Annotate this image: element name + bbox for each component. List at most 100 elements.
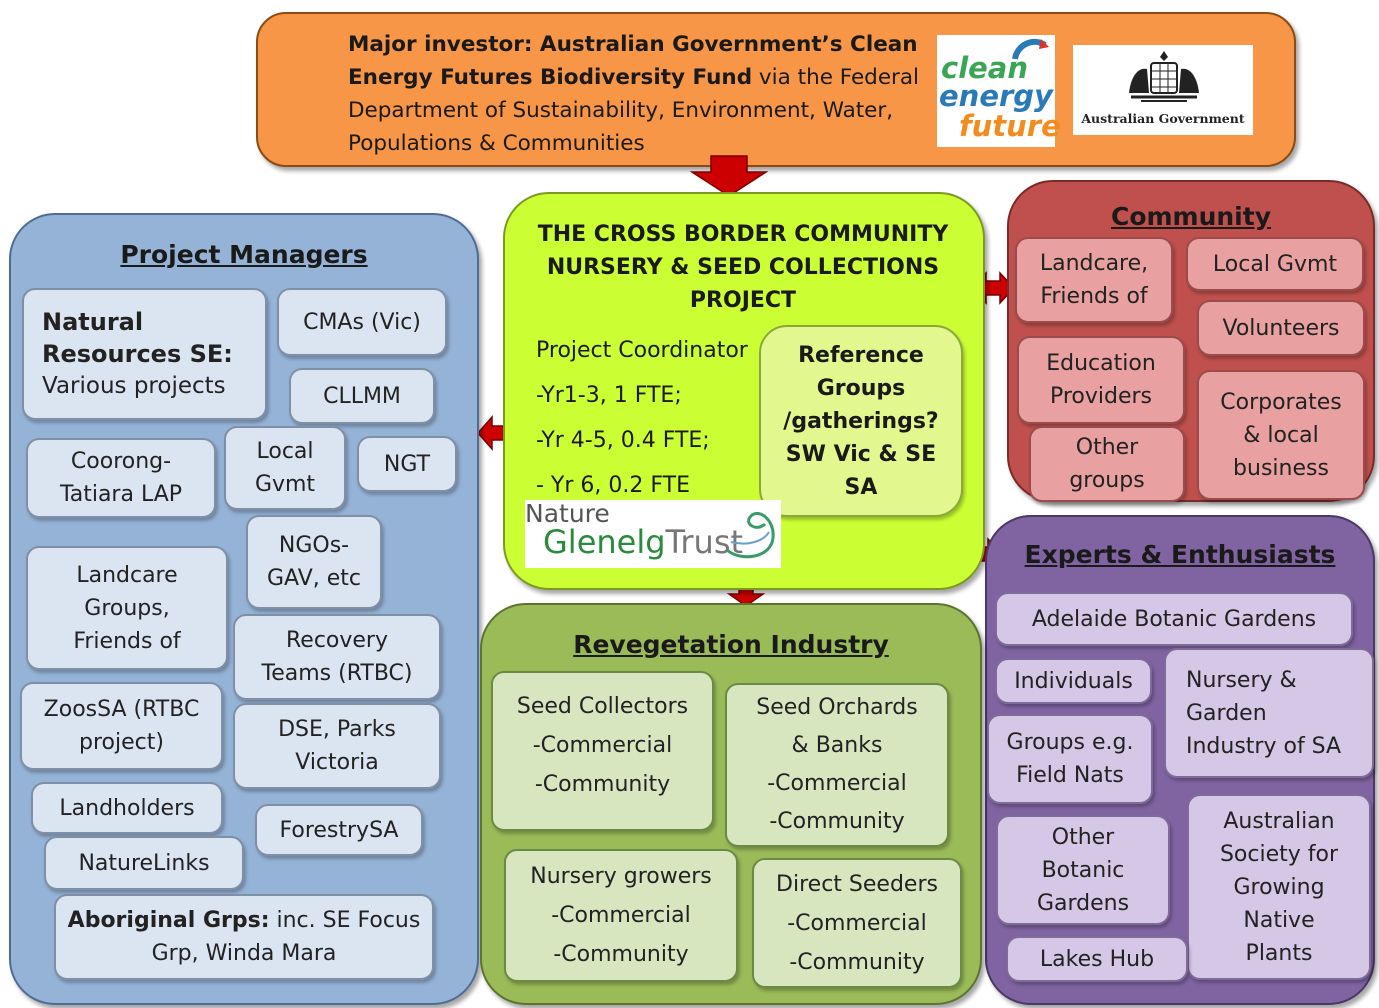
project-title: THE CROSS BORDER COMMUNITY NURSERY & SEE… — [503, 218, 983, 317]
forestrysa-box: ForestrySA — [255, 804, 423, 856]
seed-orchards-box: Seed Orchards& Banks-Commercial-Communit… — [725, 683, 949, 847]
seedc-title: Seed Collectors — [516, 694, 689, 719]
seedc-community: -Community — [534, 772, 671, 797]
direct-commercial: -Commercial — [787, 910, 927, 936]
dse-line2: Victoria — [295, 750, 379, 775]
zoos-line2: project) — [79, 730, 164, 755]
corp-line1: Corporates — [1220, 389, 1342, 415]
localgvmt-line2: Gvmt — [254, 472, 316, 497]
coordinator-yr2: -Yr 4-5, 0.4 FTE; — [536, 428, 710, 453]
landholders-label: Landholders — [59, 795, 195, 821]
mgr-landcare-line3: Friends of — [73, 628, 181, 654]
nrse-line1: Natural — [42, 308, 144, 336]
project-title-line3: PROJECT — [689, 288, 797, 313]
logo-nature: Nature — [525, 499, 610, 528]
recovery-line2: Teams (RTBC) — [261, 661, 413, 686]
mgr-landcare-line2: Groups, — [84, 595, 170, 621]
comm-localgvmt-label: Local Gvmt — [1212, 251, 1338, 277]
ngi-line2: Garden — [1186, 700, 1267, 726]
edu-line2: Providers — [1049, 384, 1153, 409]
logo-swoosh-icon — [1012, 38, 1049, 60]
project-coordinator: Project Coordinator -Yr1-3, 1 FTE; -Yr 4… — [536, 328, 776, 508]
comm-landcare-line1: Landcare, — [1039, 251, 1149, 276]
groups-line2: Field Nats — [1016, 763, 1124, 788]
mgr-landcare-line1: Landcare — [76, 562, 178, 588]
other-groups-line1: Other — [1075, 435, 1139, 460]
orch-line1: Seed Orchards — [756, 695, 918, 720]
naturelinks-box: NatureLinks — [44, 836, 244, 890]
cmas-vic-box: CMAs (Vic) — [277, 288, 447, 356]
obg-line3: Gardens — [1036, 890, 1130, 916]
groups-field-nats-box: Groups e.g.Field Nats — [987, 714, 1153, 804]
investor-line3: Department of Sustainability, Environmen… — [348, 98, 894, 123]
other-groups-line2: groups — [1069, 468, 1145, 493]
investor-line4: Populations & Communities — [348, 131, 645, 156]
community-landcare-box: Landcare, Friends of — [1015, 237, 1173, 323]
arrow-investor-to-project — [690, 155, 768, 197]
logo-glenelg: Glenelg — [543, 523, 666, 561]
coordinator-label: Project Coordinator — [536, 338, 748, 363]
logo-energy: energy — [939, 79, 1053, 113]
cllmm-box: CLLMM — [289, 368, 435, 424]
ngos-line1: NGOs- — [278, 533, 350, 558]
coorong-line1: Coorong- — [70, 449, 172, 474]
investor-line2-rest: via the Federal — [752, 65, 920, 90]
cmas-label: CMAs (Vic) — [303, 309, 421, 335]
orch-commercial: -Commercial — [767, 771, 907, 796]
edu-line1: Education — [1046, 351, 1156, 376]
aboriginal-groups-box: Aboriginal Grps: inc. SE Focus Grp, Wind… — [54, 894, 434, 980]
logo-glenelg-trust: GlenelgTrust — [543, 524, 743, 560]
community-title: Community — [1110, 202, 1272, 231]
zoos-line1: ZoosSA (RTBC — [43, 697, 200, 722]
coat-of-arms-icon — [1129, 51, 1199, 102]
naturelinks-label: NatureLinks — [78, 850, 210, 876]
investor-text: Major investor: Australian Government’s … — [348, 28, 928, 160]
logo-gov-text: Australian Government — [1081, 111, 1245, 126]
experts-title: Experts & Enthusiasts — [1024, 540, 1336, 569]
adelaide-botanic-gardens-box: Adelaide Botanic Gardens — [995, 592, 1353, 646]
project-title-line1: THE CROSS BORDER COMMUNITY — [537, 222, 949, 247]
dse-line1: DSE, Parks — [278, 717, 396, 742]
asgnp-line3: Growing — [1233, 874, 1325, 900]
coordinator-yr3: - Yr 6, 0.2 FTE — [536, 473, 690, 498]
ngos-line2: GAV, etc — [267, 566, 361, 591]
landholders-box: Landholders — [31, 782, 223, 834]
asgnp-line4: Native — [1243, 907, 1315, 933]
australian-government-logo: Australian Government — [1073, 45, 1253, 135]
cllmm-label: CLLMM — [323, 383, 401, 409]
corp-line3: business — [1233, 455, 1329, 481]
coorong-line2: Tatiara LAP — [59, 482, 183, 507]
ref-line2: Groups — [816, 375, 906, 401]
ngt-label: NGT — [383, 451, 431, 477]
leaf-swirl-icon — [726, 512, 775, 559]
nrse-line3: Various projects — [42, 373, 226, 399]
nursery-growers-box: Nursery growers-Commercial-Community — [504, 849, 738, 982]
abg-label: Adelaide Botanic Gardens — [1031, 606, 1317, 632]
ref-line1: Reference — [798, 342, 924, 368]
clean-energy-future-logo: clean energy future — [937, 35, 1061, 147]
asgnp-line5: Plants — [1245, 940, 1313, 966]
ngi-line1: Nursery & — [1186, 667, 1297, 693]
individuals-label: Individuals — [1014, 668, 1133, 694]
recovery-line1: Recovery — [285, 628, 388, 653]
ngt-box: NGT — [357, 436, 457, 492]
orch-community: -Community — [769, 809, 905, 834]
nature-glenelg-trust-logo: Nature GlenelgTrust — [525, 500, 781, 568]
obg-line2: Botanic — [1041, 857, 1125, 883]
nurs-title: Nursery growers — [530, 864, 712, 889]
ref-line3: /gatherings? — [783, 408, 939, 434]
individuals-box: Individuals — [995, 658, 1152, 704]
revegetation-title: Revegetation Industry — [573, 630, 889, 659]
comm-landcare-line2: Friends of — [1040, 284, 1148, 309]
investor-line2-bold: Energy Futures Biodiversity Fund — [348, 65, 753, 90]
other-groups-box: Other groups — [1029, 426, 1185, 502]
volunteers-box: Volunteers — [1197, 300, 1365, 356]
project-managers-title: Project Managers — [120, 240, 368, 269]
localgvmt-line1: Local — [256, 439, 314, 464]
